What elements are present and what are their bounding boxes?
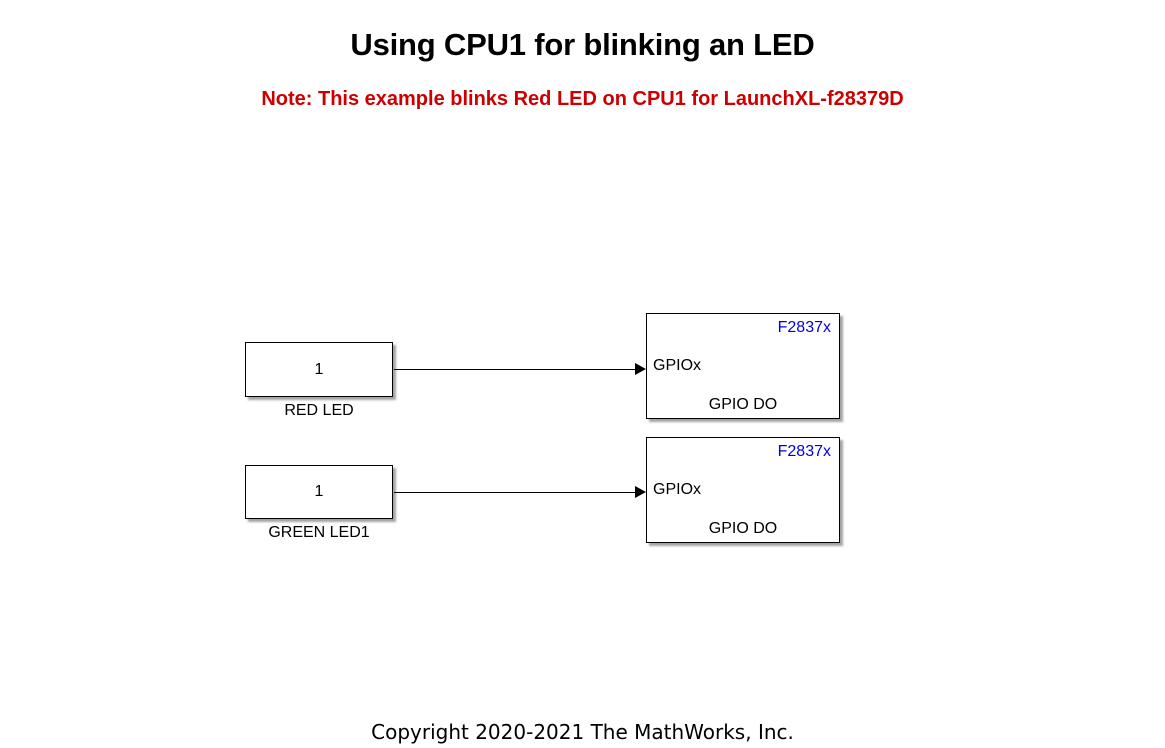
device-tag-icon-red: F2837x [777, 319, 831, 336]
constant-block-green-led1[interactable]: 1 [245, 465, 393, 519]
block-label-red-led: RED LED [284, 402, 354, 419]
gpio-block-name-red: GPIO DO [708, 396, 778, 413]
device-tag-icon-green: F2837x [777, 443, 831, 460]
constant-value-green-led1: 1 [314, 483, 324, 500]
signal-line-red-led[interactable] [394, 369, 635, 370]
constant-value-red-led: 1 [314, 360, 324, 378]
block-label-green-led1: GREEN LED1 [268, 524, 370, 541]
signal-arrowhead-red-led [635, 363, 646, 375]
signal-arrowhead-green-led1 [635, 486, 646, 498]
gpio-do-block-green[interactable]: F2837x GPIOx GPIO DO [646, 437, 840, 543]
signal-line-green-led1[interactable] [394, 492, 635, 493]
model-title: Using CPU1 for blinking an LED [350, 27, 815, 62]
model-note-annotation: Note: This example blinks Red LED on CPU… [261, 88, 904, 110]
gpio-block-name-green: GPIO DO [708, 520, 778, 537]
constant-block-red-led[interactable]: 1 [245, 342, 393, 397]
gpio-do-block-red[interactable]: F2837x GPIOx GPIO DO [646, 313, 840, 419]
gpio-input-port-label-red: GPIOx [653, 357, 702, 374]
gpio-input-port-label-green: GPIOx [653, 481, 702, 498]
copyright-annotation: Copyright 2020-2021 The MathWorks, Inc. [371, 720, 794, 744]
